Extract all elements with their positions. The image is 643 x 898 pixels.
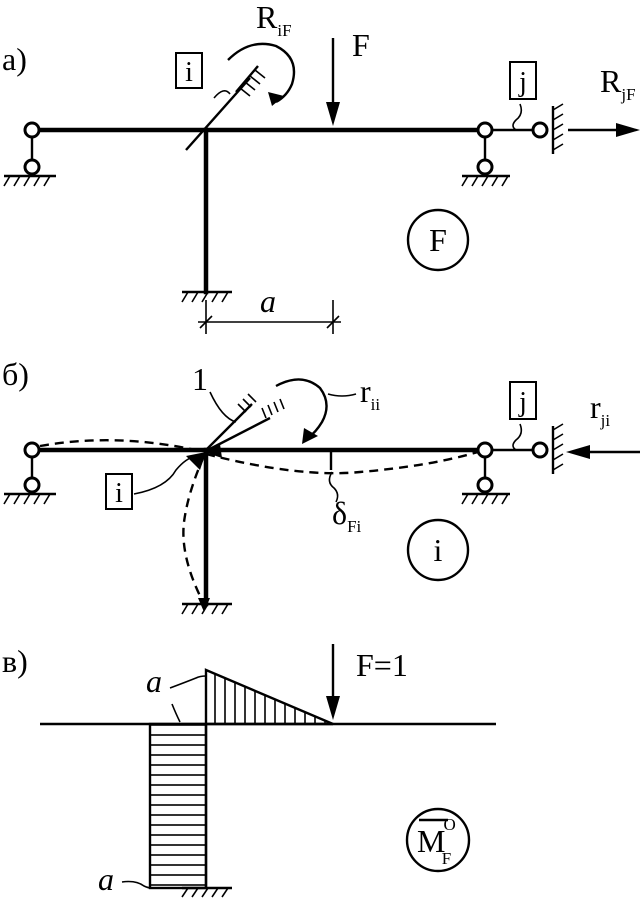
column-base-arrowhead-b (198, 598, 210, 612)
fixed-support-c (181, 886, 232, 898)
linear-constraint-j-a (512, 103, 564, 154)
node-j-label-b: j (518, 387, 527, 418)
horizontal-reaction-arrowhead-a (616, 123, 640, 137)
leader-j-b (512, 423, 523, 451)
fixed-support-a (181, 290, 232, 303)
moment-arrowhead-a (268, 92, 284, 106)
node-j-label-a: j (518, 67, 527, 98)
dimension-label-a: a (260, 283, 276, 319)
right-pin-support-b (461, 441, 510, 505)
moment-reaction-label-a: RiF (256, 0, 292, 40)
force-arrowhead-c (326, 696, 340, 720)
fixed-support-b (181, 602, 232, 615)
moment-reaction-label-b: rii (360, 373, 380, 414)
deflected-right-beam-b (205, 450, 479, 475)
linear-constraint-j-b (512, 423, 564, 474)
leader-ordinate-bottom-c (121, 880, 153, 889)
moment-arrowhead-b (302, 428, 318, 444)
leader-unit-b (209, 391, 237, 423)
leader-i-a (213, 90, 231, 99)
left-pin-support-b (3, 441, 56, 505)
node-j-box-b (509, 381, 537, 420)
ordinate-bottom-label-c: a (98, 861, 114, 897)
horizontal-reaction-arrowhead-b (566, 445, 590, 459)
moment-symbol-circle-c (405, 807, 471, 873)
leader-ordinate-top-c (169, 675, 207, 689)
left-pin-support-a (3, 121, 56, 187)
moment-arrow-a (227, 42, 296, 104)
state-circle-label-b: i (434, 532, 443, 568)
node-j-box-a (509, 61, 537, 100)
horizontal-reaction-label-a: RjF (600, 63, 636, 104)
node-i-label-b: i (115, 478, 123, 509)
beam-moment-triangle-c (204, 668, 334, 726)
rotation-constraint-i-a (185, 65, 266, 151)
state-circle-b (406, 518, 470, 582)
unit-rotation-label-b: 1 (192, 361, 208, 397)
panel-a: а) (2, 0, 640, 334)
force-label-c: F=1 (356, 647, 408, 683)
deflected-column-b (182, 455, 206, 601)
state-circle-label-a: F (429, 222, 447, 258)
node-rotation-arrowhead-left-b (186, 452, 206, 470)
horizontal-reaction-label-b: rji (590, 389, 610, 430)
leader-moment-b (327, 393, 357, 397)
node-i-box-a (175, 52, 203, 89)
deflection-label-b: δFi (332, 495, 362, 536)
leader-j-a (512, 103, 523, 131)
right-pin-support-a (461, 121, 510, 187)
node-i-box-b (105, 473, 133, 510)
leader-deflection-b (328, 471, 339, 503)
panel-c-label: в) (2, 643, 28, 679)
node-i-label-a: i (185, 57, 193, 88)
column-moment-rectangle-c (148, 722, 208, 890)
node-rotation-arrowhead-right-b (204, 444, 222, 458)
panel-a-label: а) (2, 41, 27, 77)
panel-b-label: б) (2, 356, 29, 392)
state-circle-a (406, 208, 470, 272)
rotated-constraint-i-b (203, 391, 285, 454)
moment-arrow-b (275, 378, 328, 439)
leader-baseline-c (171, 703, 181, 723)
leader-i-b (133, 455, 197, 495)
dimension-a (198, 300, 341, 334)
deflected-left-beam-b (39, 439, 205, 454)
ordinate-top-label-c: a (146, 663, 162, 699)
force-label-a: F (352, 27, 370, 63)
force-arrowhead-a (326, 102, 340, 126)
panel-b: б) 1 (2, 356, 640, 615)
